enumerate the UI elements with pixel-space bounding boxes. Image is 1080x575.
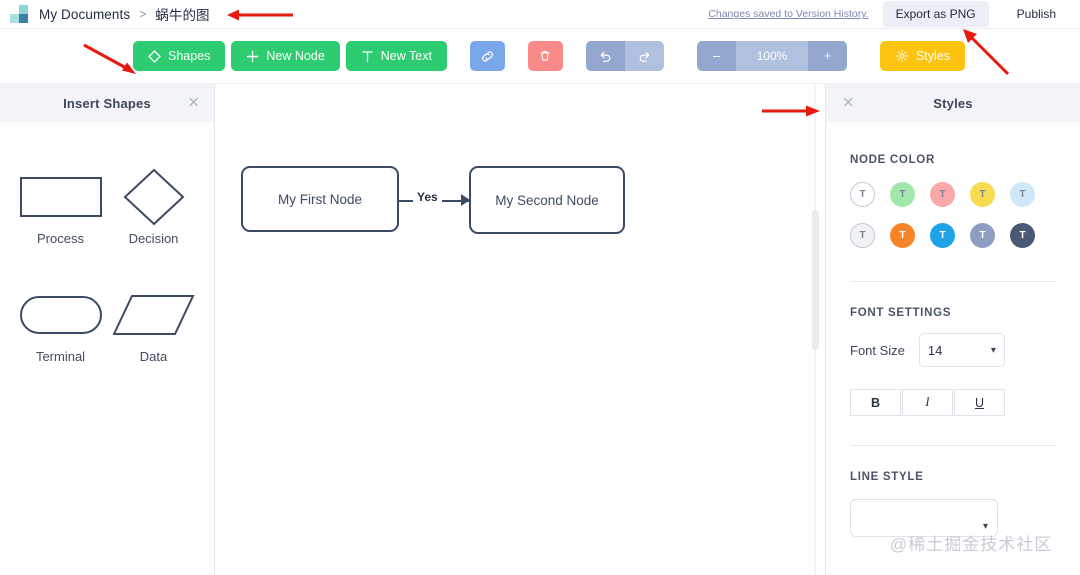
font-size-select[interactable]: 14 ▾	[918, 333, 1005, 367]
font-settings-label: FONT SETTINGS	[850, 307, 952, 319]
font-size-row: Font Size 14 ▾	[850, 333, 1056, 367]
delete-button[interactable]	[527, 41, 563, 71]
shapes-button-label: Shapes	[168, 49, 211, 63]
insert-shapes-panel: Insert Shapes ✕ Process Decision Te	[0, 84, 215, 575]
color-swatch-green[interactable]: T	[890, 182, 915, 207]
underline-button[interactable]: U	[954, 389, 1005, 416]
shape-grid: Process Decision Terminal Data	[0, 122, 214, 364]
diamond-icon	[148, 49, 161, 63]
link-icon	[480, 49, 495, 64]
undo-redo-group	[585, 41, 664, 71]
shapes-button[interactable]: Shapes	[133, 41, 226, 71]
breadcrumb-root[interactable]: My Documents	[39, 6, 131, 22]
undo-icon	[598, 49, 613, 64]
app-grid-logo	[10, 5, 28, 23]
stadium-icon	[19, 288, 103, 342]
shapes-panel-header: Insert Shapes ✕	[0, 84, 214, 122]
close-icon[interactable]: ✕	[842, 94, 855, 112]
gear-icon	[895, 49, 909, 63]
undo-button[interactable]	[585, 41, 625, 71]
bold-button[interactable]: B	[850, 389, 901, 416]
color-swatch-light-blue[interactable]: T	[1010, 182, 1035, 207]
divider	[850, 281, 1056, 282]
shape-label-data: Data	[139, 349, 168, 364]
line-style-section: LINE STYLE ▾	[826, 471, 1080, 537]
font-size-label: Font Size	[850, 342, 905, 358]
publish-button[interactable]: Publish	[1000, 1, 1072, 27]
canvas-scrollbar-thumb[interactable]	[812, 210, 819, 350]
diagram-node[interactable]: My Second Node	[469, 166, 625, 234]
shape-label-terminal: Terminal	[35, 349, 86, 364]
styles-panel-title: Styles	[933, 95, 973, 111]
breadcrumb: My Documents > 蜗牛的图	[39, 4, 210, 24]
font-settings-section: FONT SETTINGS Font Size 14 ▾ B I U	[826, 307, 1080, 416]
italic-button[interactable]: I	[902, 389, 953, 416]
shape-label-decision: Decision	[128, 231, 179, 246]
redo-icon	[637, 49, 652, 64]
watermark: @稀土掘金技术社区	[890, 535, 1053, 554]
toolbar: Shapes New Node New Text	[0, 29, 1080, 84]
line-style-label: LINE STYLE	[850, 471, 924, 483]
color-swatch-salmon[interactable]: T	[930, 182, 955, 207]
shape-item-process[interactable]: Process	[19, 170, 103, 246]
new-text-button[interactable]: New Text	[345, 41, 447, 71]
styles-panel-header: ✕ Styles	[826, 84, 1080, 122]
breadcrumb-current[interactable]: 蜗牛的图	[155, 8, 210, 23]
edge-label[interactable]: Yes	[413, 190, 442, 204]
zoom-level-value: 100%	[735, 41, 808, 71]
color-swatch-orange[interactable]: T	[890, 223, 915, 248]
color-swatch-blue[interactable]: T	[930, 223, 955, 248]
shape-item-terminal[interactable]: Terminal	[19, 288, 103, 364]
parallelogram-icon	[112, 288, 195, 342]
breadcrumb-separator: >	[139, 7, 147, 21]
node-color-section: NODE COLOR T T T T T T T T T T	[826, 154, 1080, 248]
node-color-row-1: T T T T T	[850, 182, 1056, 207]
styles-button-label: Styles	[915, 49, 951, 63]
diagram-node[interactable]: My First Node	[241, 166, 399, 232]
close-icon[interactable]: ✕	[187, 94, 200, 112]
new-node-button[interactable]: New Node	[231, 41, 340, 71]
zoom-group: – 100% +	[696, 41, 847, 71]
color-swatch-light-gray[interactable]: T	[850, 223, 875, 248]
zoom-out-button[interactable]: –	[696, 41, 736, 71]
styles-button[interactable]: Styles	[879, 41, 966, 71]
font-size-value: 14	[927, 342, 943, 358]
color-swatch-white[interactable]: T	[850, 182, 875, 207]
version-history-link[interactable]: Changes saved to Version History.	[708, 8, 869, 20]
zoom-in-button[interactable]: +	[807, 41, 847, 71]
color-swatch-dark-slate[interactable]: T	[1010, 223, 1035, 248]
shapes-panel-title: Insert Shapes	[63, 95, 151, 111]
shape-item-decision[interactable]: Decision	[123, 168, 185, 246]
top-bar: My Documents > 蜗牛的图 Changes saved to Ver…	[0, 0, 1080, 29]
chevron-down-icon: ▾	[990, 344, 996, 356]
color-swatch-yellow[interactable]: T	[970, 182, 995, 207]
redo-button[interactable]	[624, 41, 664, 71]
top-bar-actions: Changes saved to Version History. Export…	[708, 1, 1080, 27]
edge-arrowhead-icon	[461, 194, 470, 206]
new-text-button-label: New Text	[380, 49, 432, 63]
plus-icon	[246, 50, 259, 63]
export-as-png-button[interactable]: Export as PNG	[882, 1, 989, 27]
color-swatch-slate[interactable]: T	[970, 223, 995, 248]
new-node-button-label: New Node	[266, 49, 325, 63]
diagram-canvas[interactable]: My First Node Yes My Second Node	[215, 84, 825, 575]
line-style-select[interactable]: ▾	[850, 499, 998, 537]
shape-label-process: Process	[37, 231, 84, 246]
trash-icon	[538, 49, 552, 63]
text-icon	[361, 50, 374, 63]
rectangle-icon	[19, 170, 103, 224]
node-color-row-2: T T T T T	[850, 223, 1056, 248]
styles-panel: ✕ Styles NODE COLOR T T T T T T T T T T …	[825, 84, 1080, 575]
chevron-down-icon: ▾	[982, 521, 988, 532]
divider	[850, 445, 1056, 446]
node-color-label: NODE COLOR	[850, 154, 935, 166]
shape-item-data[interactable]: Data	[112, 288, 195, 364]
link-button[interactable]	[469, 41, 505, 71]
diamond-icon	[123, 168, 185, 226]
text-format-group: B I U	[850, 389, 1056, 416]
